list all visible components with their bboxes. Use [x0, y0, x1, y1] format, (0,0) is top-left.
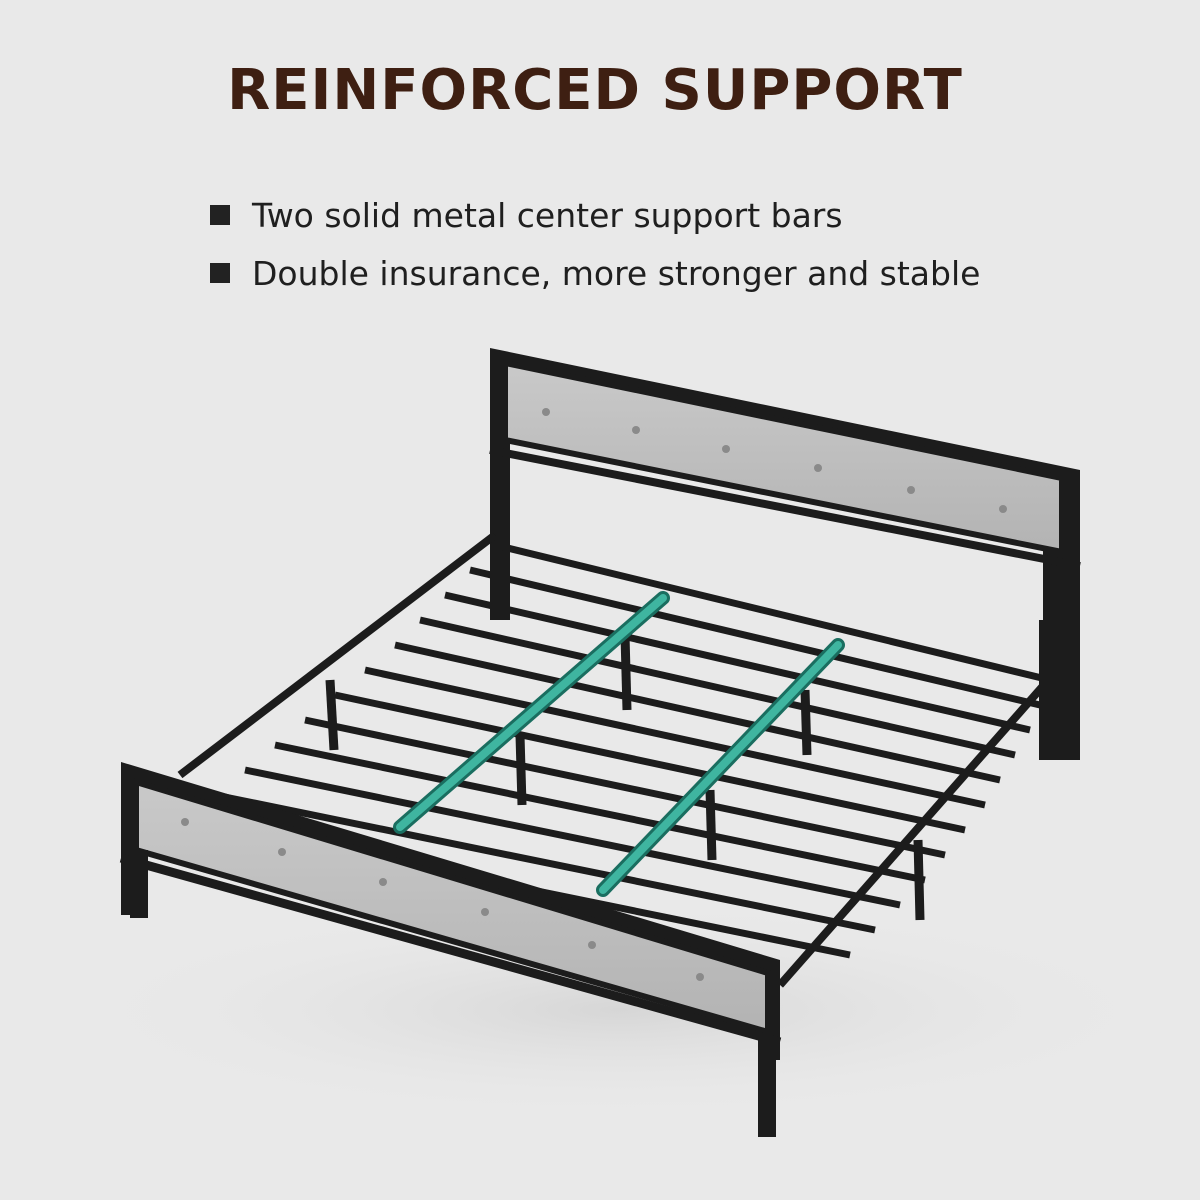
- feature-text: Double insurance, more stronger and stab…: [252, 253, 981, 293]
- feature-text: Two solid metal center support bars: [252, 195, 843, 235]
- square-bullet-icon: [210, 263, 230, 283]
- feature-bullet-2: Double insurance, more stronger and stab…: [210, 251, 980, 295]
- headboard-cushion: [502, 359, 1065, 556]
- floor-shadow: [60, 900, 1180, 1120]
- tufting-buttons: [181, 818, 704, 981]
- support-legs: [325, 634, 925, 921]
- feature-bullet-1: Two solid metal center support bars: [210, 193, 843, 237]
- tufting-buttons: [542, 408, 1007, 513]
- center-support-bars: [393, 591, 845, 897]
- square-bullet-icon: [210, 205, 230, 225]
- headline: REINFORCED SUPPORT: [227, 58, 963, 123]
- bed-legs: [130, 560, 1057, 1137]
- footboard: [119, 762, 782, 1060]
- headboard: [489, 348, 1081, 760]
- side-rails: [177, 531, 1054, 988]
- footboard-cushion: [133, 777, 771, 1036]
